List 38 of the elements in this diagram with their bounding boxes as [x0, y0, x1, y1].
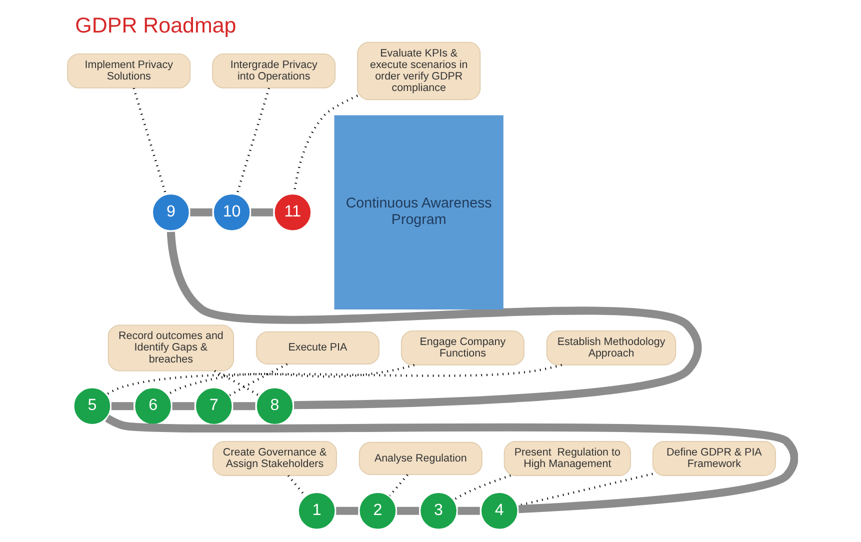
node-box: Engage Company Functions: [400, 330, 524, 366]
connector: [167, 364, 414, 395]
connector: [104, 414, 798, 514]
node-box: Evaluate KPIs & execute scenarios in order verify GDPR compliance: [356, 42, 480, 100]
connector: [172, 402, 194, 410]
connector: [132, 88, 166, 194]
node-box: Define GDPR & PIA Framework: [652, 441, 776, 476]
connector: [457, 506, 480, 515]
connector: [286, 474, 306, 496]
connector: [388, 474, 408, 496]
connector: [236, 88, 270, 194]
connector: [396, 506, 419, 515]
node-circle: 5: [71, 386, 112, 427]
node-circle: 2: [356, 490, 398, 532]
connector: [166, 232, 702, 410]
connector: [190, 208, 212, 216]
connector: [228, 363, 288, 396]
diagram-title: GDPR Roadmap: [74, 14, 236, 38]
node-box: Present Regulation to High Management: [503, 441, 630, 476]
connector: [106, 364, 562, 396]
node-box: Create Governance & Assign Stakeholders: [212, 441, 336, 476]
node-box: Continuous Awareness Program: [334, 115, 503, 310]
connector: [214, 370, 259, 396]
node-circle: 8: [254, 386, 295, 427]
node-circle: 11: [272, 192, 313, 233]
node-box: Establish Methodology Approach: [546, 330, 676, 366]
node-box: Implement Privacy Solutions: [66, 54, 190, 88]
connector: [110, 402, 134, 410]
node-box: Analyse Regulation: [358, 442, 482, 476]
node-box: Execute PIA: [255, 331, 379, 365]
connector: [232, 402, 255, 410]
node-box: Intergrade Privacy into Operations: [212, 54, 336, 88]
connector: [336, 506, 358, 515]
node-box: Record outcomes and Identify Gaps & breaches: [107, 324, 234, 372]
connector: [453, 474, 510, 500]
connector: [250, 208, 273, 216]
node-circle: 1: [296, 490, 337, 532]
node-circle: 10: [210, 192, 252, 233]
